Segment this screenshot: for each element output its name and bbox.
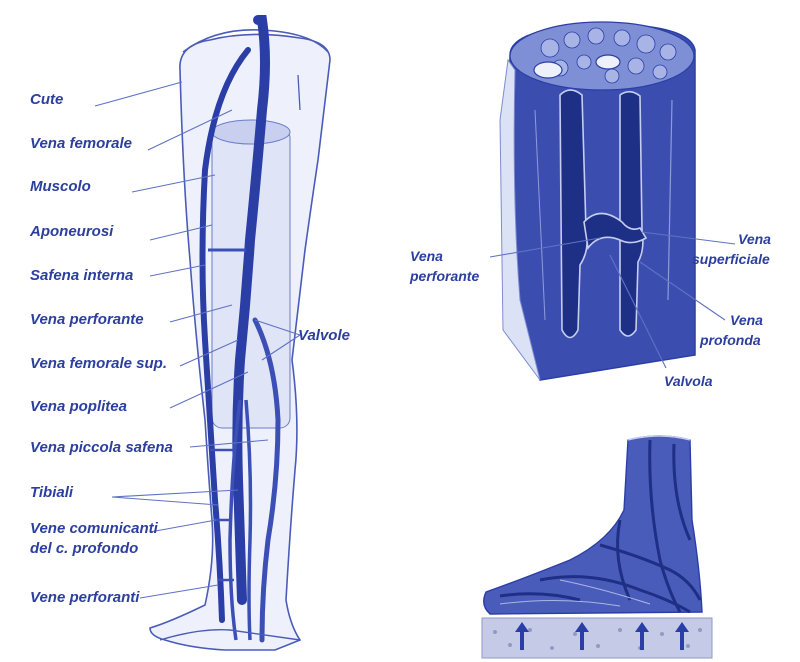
- label-safena-interna: Safena interna: [30, 267, 133, 284]
- label-muscolo: Muscolo: [30, 178, 91, 195]
- label-cute: Cute: [30, 91, 63, 108]
- label-vena-piccola-safena: Vena piccola safena: [30, 439, 173, 456]
- label-vena-femorale: Vena femorale: [30, 135, 132, 152]
- label-vena-superficiale: Vena: [738, 231, 771, 247]
- foot-illustration: [482, 436, 712, 658]
- label-tibiali: Tibiali: [30, 484, 74, 501]
- label-del-c-profondo: del c. profondo: [30, 540, 138, 557]
- label-vena-profonda: Vena: [730, 312, 763, 328]
- label-vena-perforante: Vena perforante: [30, 311, 144, 328]
- label-vene-perforanti: Vene perforanti: [30, 589, 140, 606]
- label-valvole: Valvole: [298, 327, 350, 344]
- label-valvola: Valvola: [664, 373, 713, 389]
- label-vena-femorale-sup: Vena femorale sup.: [30, 355, 167, 372]
- label-vene-comunicanti: Vene comunicanti: [30, 520, 159, 537]
- label-vena-perforante-section: Vena: [410, 248, 443, 264]
- cross-section-illustration: [500, 22, 695, 380]
- label-vena-poplitea: Vena poplitea: [30, 398, 127, 415]
- label-aponeurosi: Aponeurosi: [29, 223, 114, 240]
- label-superficiale: superficiale: [692, 251, 770, 267]
- label-perforante-section: perforante: [409, 268, 479, 284]
- label-profonda: profonda: [699, 332, 761, 348]
